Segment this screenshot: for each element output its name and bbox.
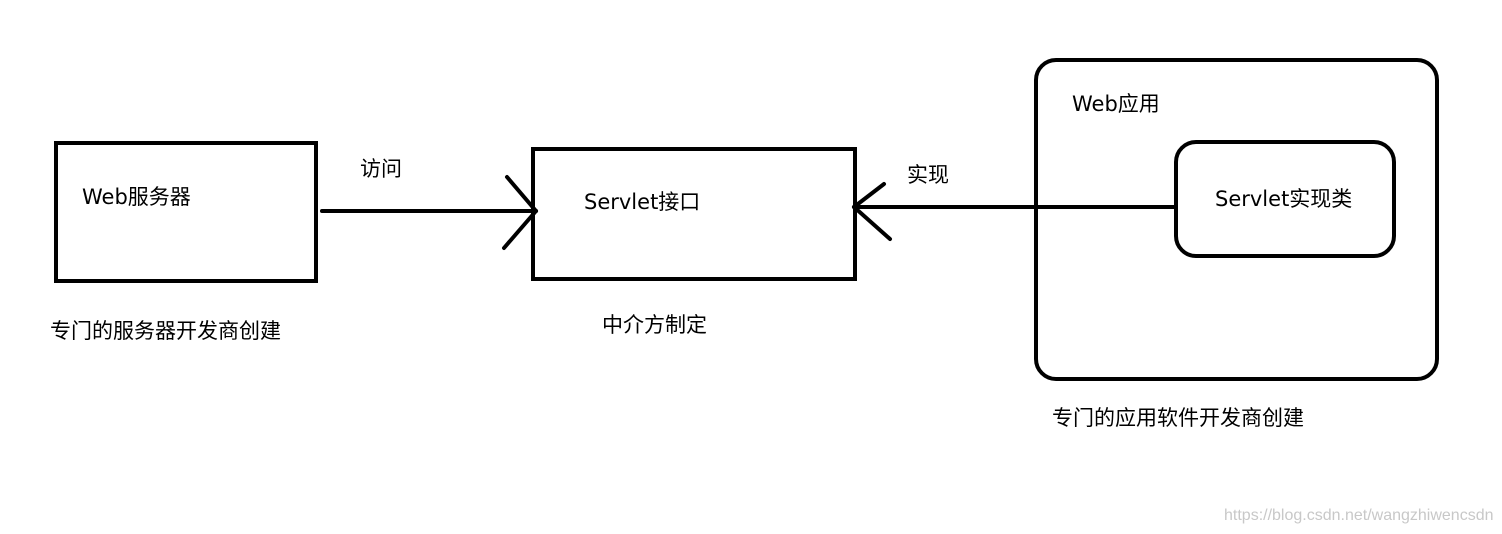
access-edge-label: 访问 <box>360 157 402 181</box>
access-arrow <box>320 175 538 250</box>
web-server-box <box>54 141 318 283</box>
servlet-interface-label: Servlet接口 <box>584 190 701 214</box>
web-server-label: Web服务器 <box>82 185 191 209</box>
servlet-impl-class-label: Servlet实现类 <box>1215 187 1353 211</box>
servlet-interface-caption: 中介方制定 <box>602 313 707 337</box>
web-app-caption: 专门的应用软件开发商创建 <box>1052 406 1304 430</box>
web-app-container <box>1034 58 1439 381</box>
servlet-impl-class-box <box>1174 140 1396 258</box>
web-app-label: Web应用 <box>1072 92 1160 116</box>
watermark-url: https://blog.csdn.net/wangzhiwencsdn <box>1224 507 1494 524</box>
web-server-caption: 专门的服务器开发商创建 <box>50 319 281 343</box>
implements-edge-label: 实现 <box>907 163 949 187</box>
implements-arrow <box>852 182 1176 241</box>
